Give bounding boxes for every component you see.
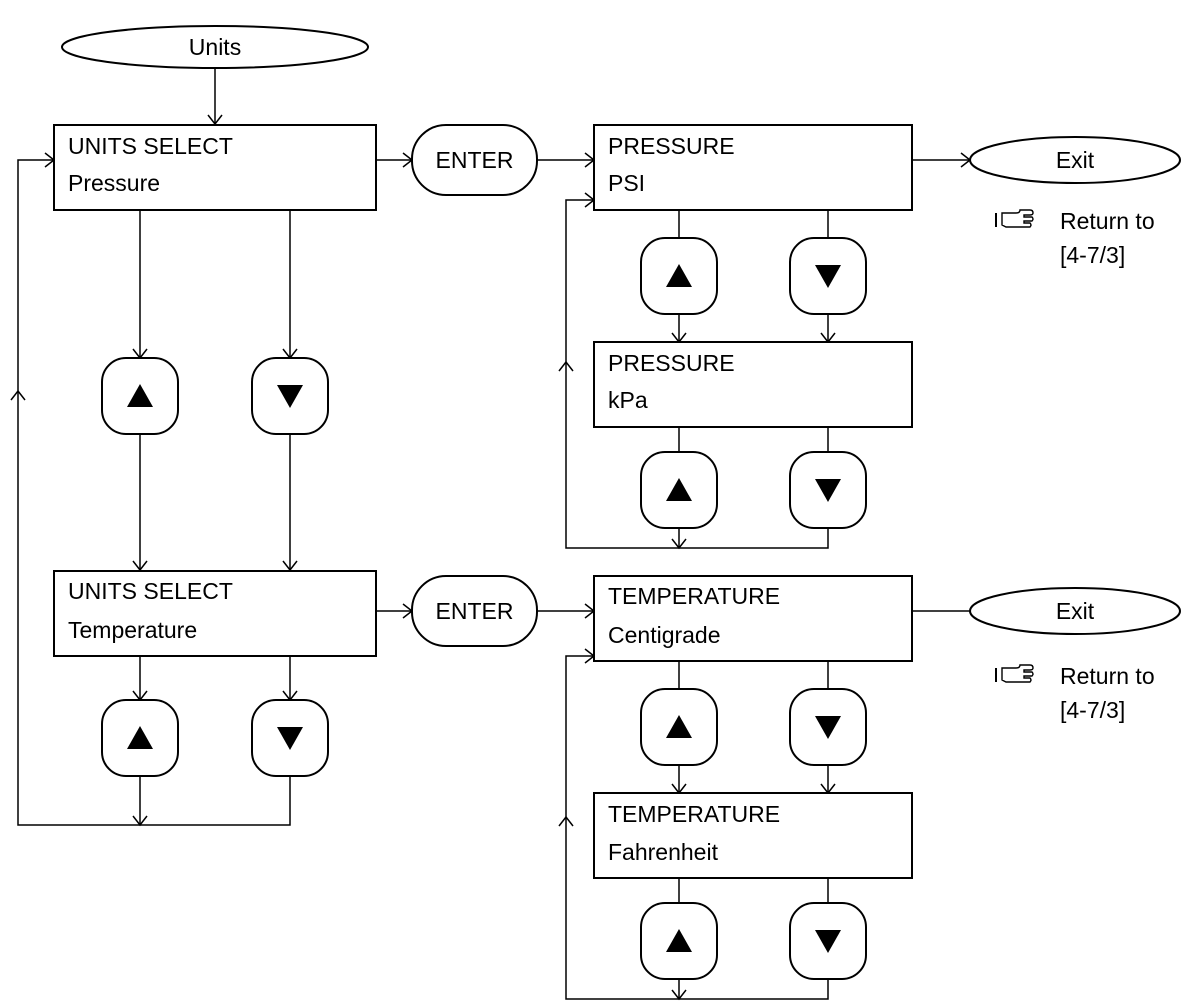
option-line1: PRESSURE [608, 350, 735, 376]
up-arrow-key-icon [640, 237, 718, 315]
pointing-hand-icon [995, 664, 1034, 683]
option-line1: PRESSURE [608, 133, 735, 159]
option-line2: kPa [608, 387, 648, 413]
menu-box-temperature: UNITS SELECT Temperature [53, 570, 377, 657]
enter-key-pressure: ENTER [411, 124, 538, 196]
option-line2: PSI [608, 170, 645, 196]
option-line1: TEMPERATURE [608, 801, 780, 827]
start-node: Units [61, 25, 369, 69]
option-box-centigrade: TEMPERATURE Centigrade [593, 575, 913, 662]
down-arrow-key-icon [789, 451, 867, 529]
exit-node-pressure: Exit [969, 136, 1181, 184]
option-box-kpa: PRESSURE kPa [593, 341, 913, 428]
return-note-pressure: Return to [4-7/3] [995, 208, 1155, 268]
menu-line2: Temperature [68, 617, 197, 643]
start-label: Units [189, 34, 241, 60]
connectors [17, 67, 970, 1000]
menu-line1: UNITS SELECT [68, 133, 233, 159]
enter-label: ENTER [436, 147, 514, 173]
return-line1: Return to [1060, 663, 1155, 689]
exit-node-temperature: Exit [969, 587, 1181, 635]
down-arrow-key-icon [789, 688, 867, 766]
return-line2: [4-7/3] [1060, 697, 1125, 723]
option-box-psi: PRESSURE PSI [593, 124, 913, 211]
option-line2: Centigrade [608, 622, 721, 648]
up-arrow-key-icon [640, 688, 718, 766]
option-box-fahrenheit: TEMPERATURE Fahrenheit [593, 792, 913, 879]
return-note-temperature: Return to [4-7/3] [995, 663, 1155, 723]
down-arrow-key-icon [789, 902, 867, 980]
enter-key-temperature: ENTER [411, 575, 538, 647]
down-arrow-key-icon [251, 357, 329, 435]
return-line1: Return to [1060, 208, 1155, 234]
down-arrow-key-icon [251, 699, 329, 777]
pointing-hand-icon [995, 209, 1034, 228]
down-arrow-key-icon [789, 237, 867, 315]
return-line2: [4-7/3] [1060, 242, 1125, 268]
enter-label: ENTER [436, 598, 514, 624]
up-arrow-key-icon [101, 699, 179, 777]
exit-label: Exit [1056, 147, 1095, 173]
menu-line1: UNITS SELECT [68, 578, 233, 604]
menu-line2: Pressure [68, 170, 160, 196]
exit-label: Exit [1056, 598, 1095, 624]
option-line2: Fahrenheit [608, 839, 719, 865]
menu-box-pressure: UNITS SELECT Pressure [53, 124, 377, 211]
option-line1: TEMPERATURE [608, 583, 780, 609]
up-arrow-key-icon [640, 902, 718, 980]
up-arrow-key-icon [101, 357, 179, 435]
up-arrow-key-icon [640, 451, 718, 529]
